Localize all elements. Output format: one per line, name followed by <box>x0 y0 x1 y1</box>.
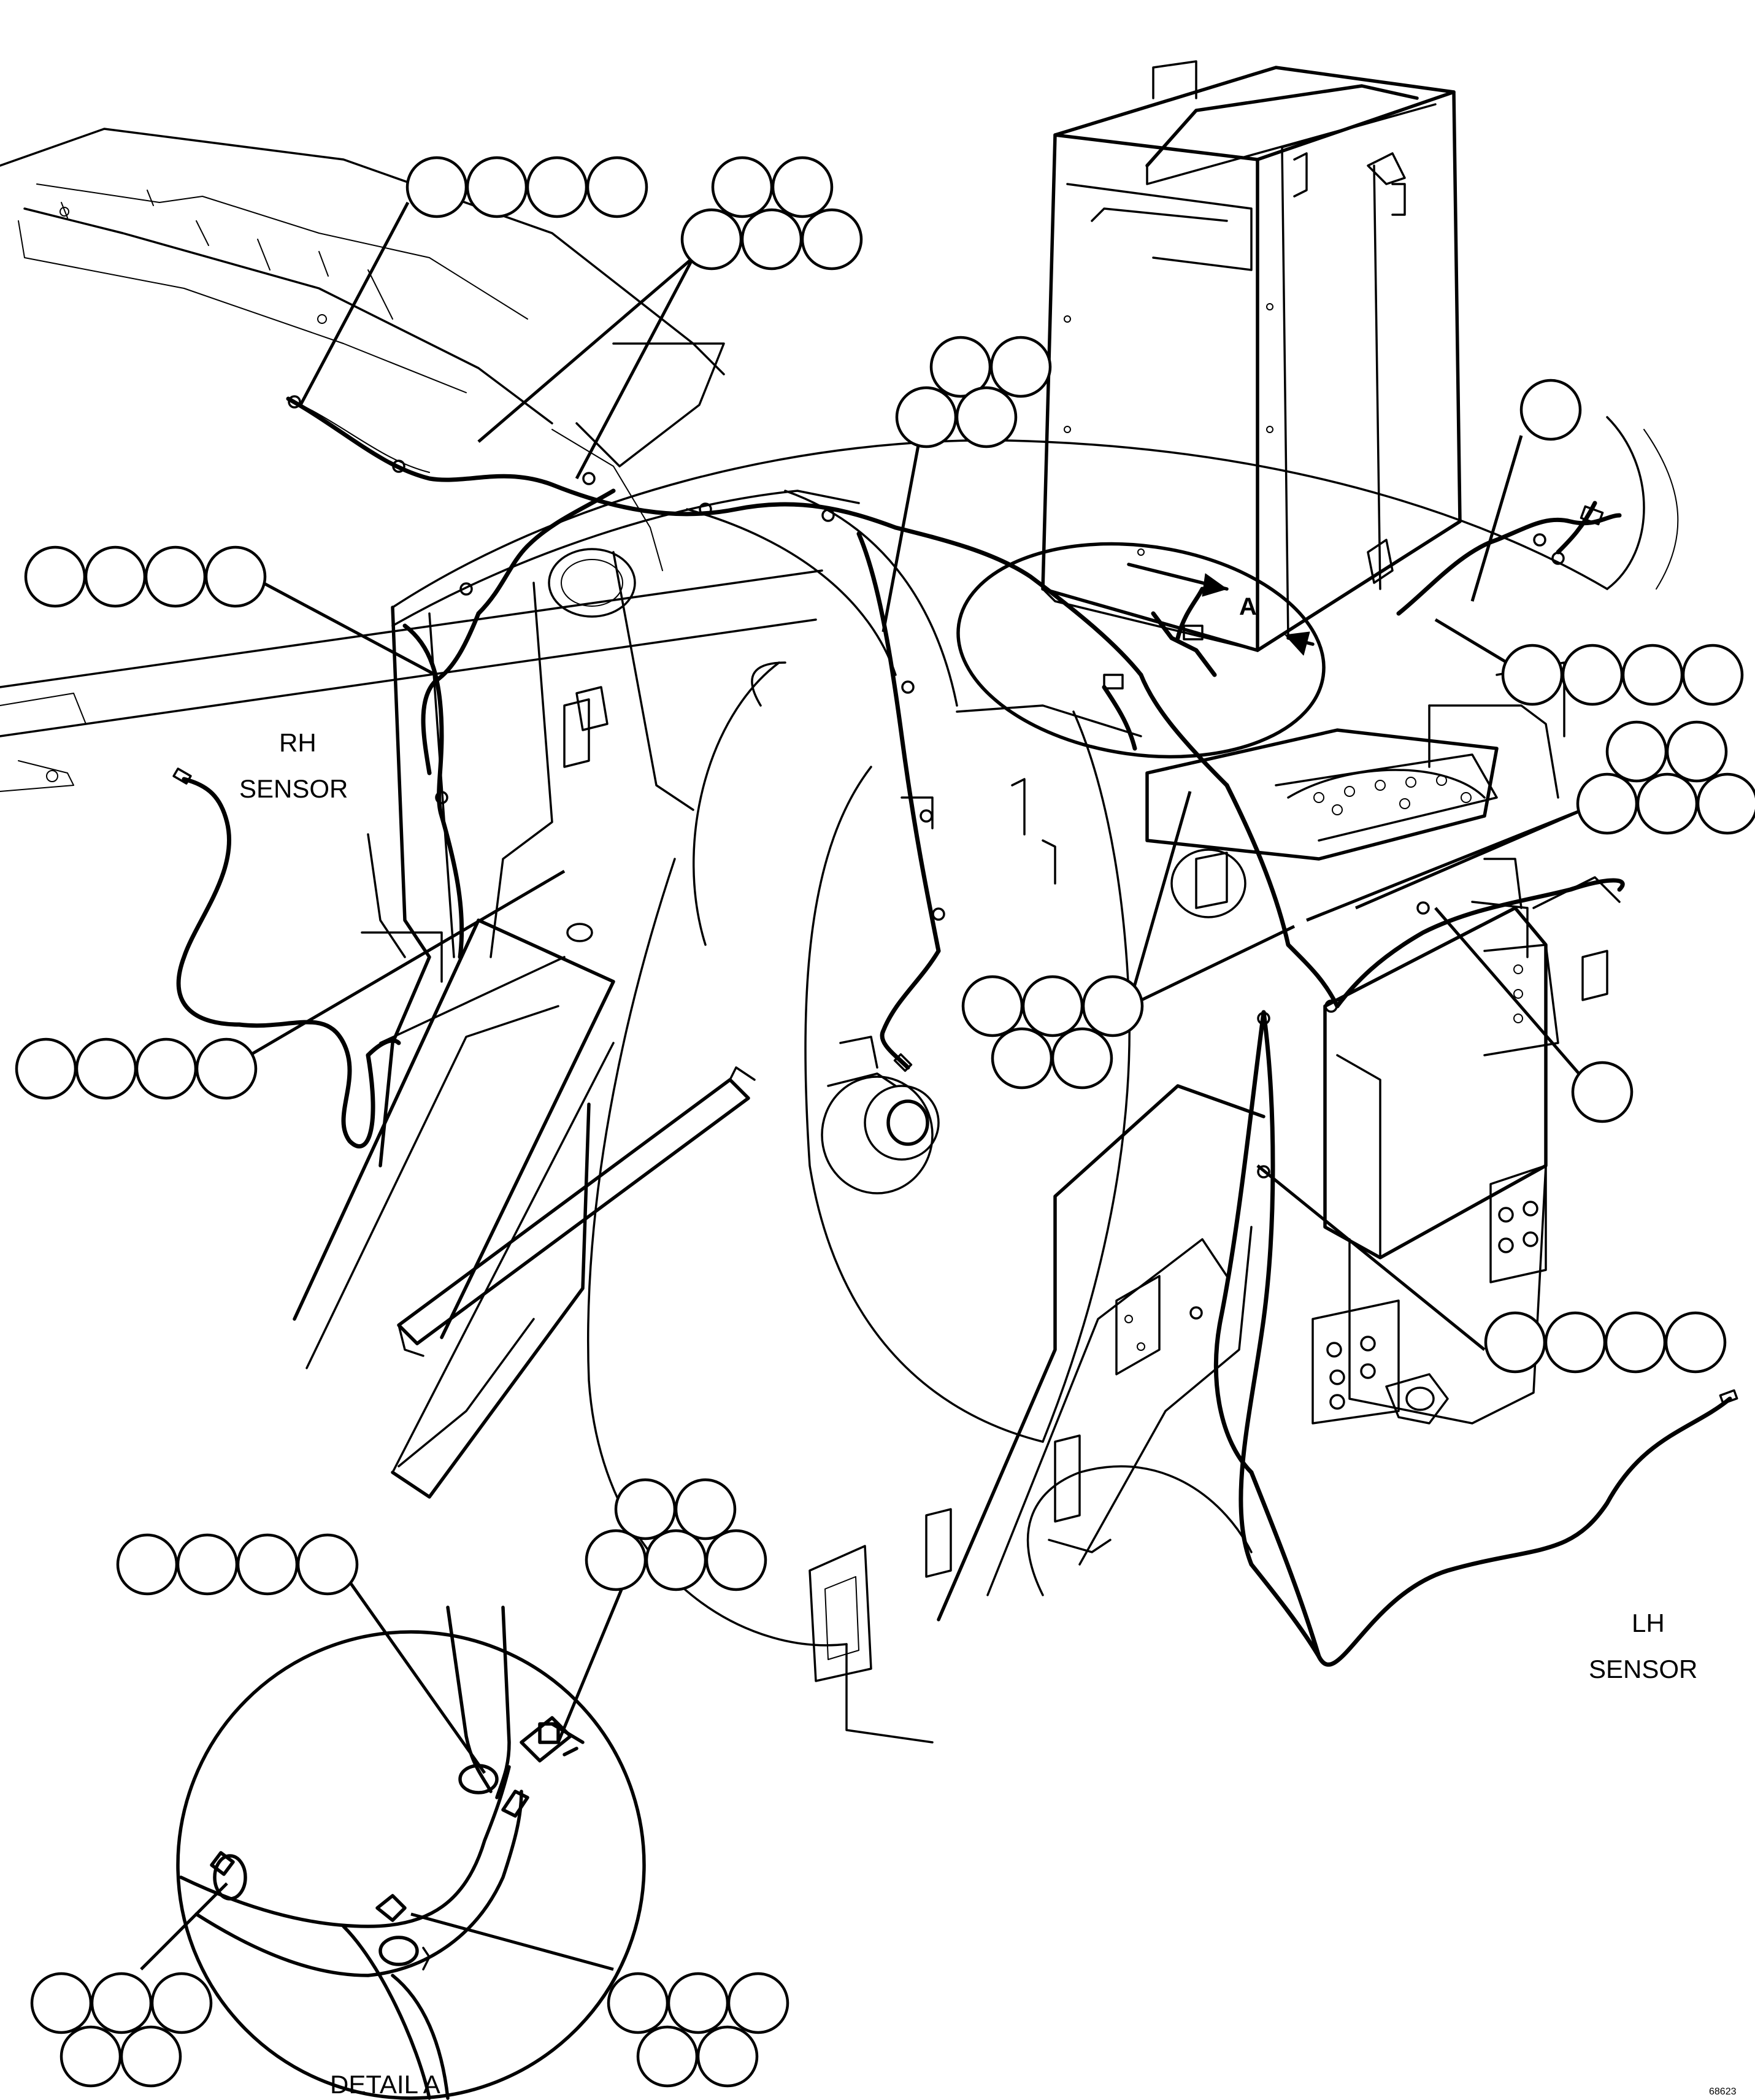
callout-bubble-group-12[interactable] <box>585 1478 767 1591</box>
detail-a-caption: DETAIL A <box>330 2070 440 2099</box>
detail-a-callout-ellipse <box>956 542 1326 759</box>
callout-bubble-group-14[interactable] <box>30 1972 213 2088</box>
figure-code: 68623 <box>1709 2087 1737 2097</box>
callout-leaders <box>140 201 1596 1971</box>
rh-sensor-label-line1: RH <box>279 728 317 757</box>
callout-bubble-group-13[interactable] <box>116 1533 359 1596</box>
callout-bubble-group-15[interactable] <box>607 1972 789 2088</box>
rh-sensor-label-line2: SENSOR <box>239 774 348 803</box>
callout-bubble-group-10[interactable] <box>1571 1061 1634 1123</box>
detail-a-marker: A <box>1239 593 1257 620</box>
diagram-labels: RH SENSOR LH SENSOR A DETAIL A 68623 <box>239 593 1737 2099</box>
electrical-enclosure <box>1041 60 1462 652</box>
lh-sensor-label-line2: SENSOR <box>1589 1655 1697 1683</box>
callout-bubble-group-2[interactable] <box>680 156 863 271</box>
callout-bubble-group-6[interactable] <box>1501 644 1744 706</box>
detail-a-view <box>176 1606 646 2100</box>
callout-bubble-group-4[interactable] <box>1519 379 1582 441</box>
callout-bubble-group-8[interactable] <box>961 975 1144 1090</box>
callout-bubble-group-3[interactable] <box>895 336 1052 448</box>
callout-bubble-group-11[interactable] <box>1484 1311 1727 1374</box>
lh-sensor-label-line1: LH <box>1632 1609 1665 1637</box>
callout-bubble-group-7[interactable] <box>1576 720 1755 835</box>
callout-bubble-group-9[interactable] <box>15 1037 258 1100</box>
callout-bubble-group-5[interactable] <box>24 545 267 608</box>
callout-bubble-group-1[interactable] <box>405 156 648 218</box>
machine-frame <box>0 128 1679 1744</box>
wiring-harness <box>172 395 1738 1667</box>
